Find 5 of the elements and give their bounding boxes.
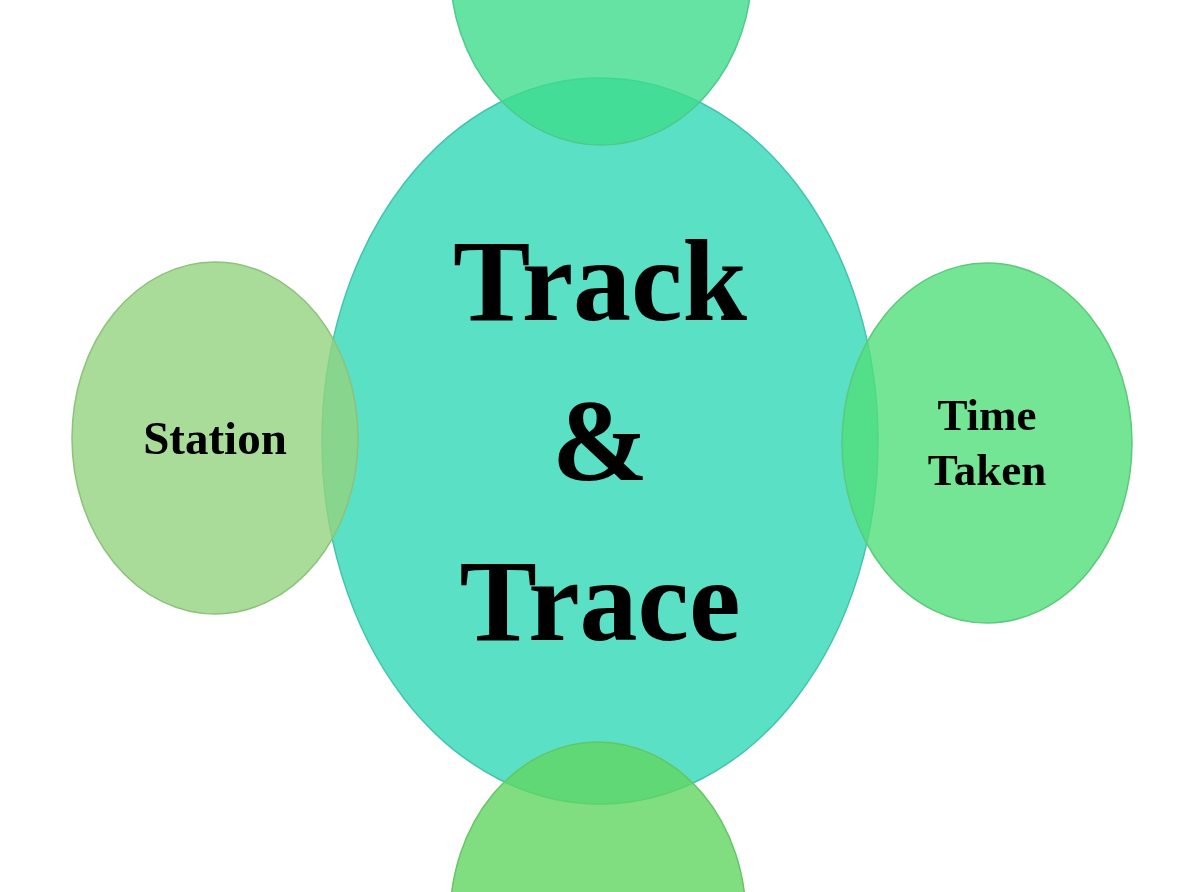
satellite-ellipse xyxy=(71,261,359,615)
node-label: Time Taken xyxy=(927,389,1047,497)
node-label: Track & Trace xyxy=(452,216,748,667)
node-label: Station xyxy=(143,411,287,466)
satellite-ellipse xyxy=(841,262,1133,624)
